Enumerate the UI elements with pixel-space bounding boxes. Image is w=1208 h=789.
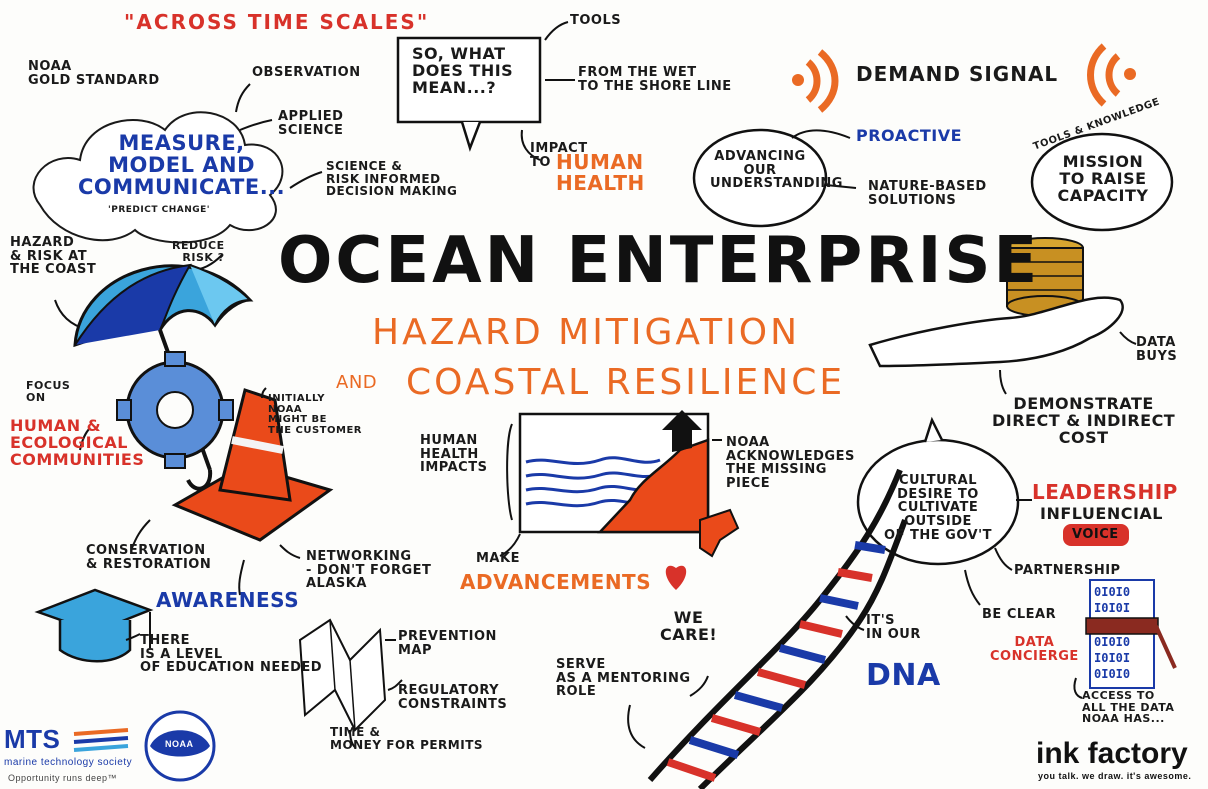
science-risk-decision: SCIENCE & RISK INFORMED DECISION MAKING <box>326 159 458 199</box>
dna-helix-icon <box>647 468 908 789</box>
conservation-restoration: CONSERVATION & RESTORATION <box>86 543 212 572</box>
mission-raise-capacity: MISSION TO RAISE CAPACITY <box>1057 152 1149 205</box>
proactive: PROACTIVE <box>856 126 963 145</box>
initially-noaa-customer: INITIALLY NOAA MIGHT BE THE CUSTOMER <box>268 393 362 436</box>
voice: VOICE <box>1072 527 1119 542</box>
focus-on: FOCUS ON <box>26 379 71 404</box>
serve-mentoring-role: SERVE AS A MENTORING ROLE <box>556 657 691 700</box>
subtitle-hazard-mitigation: HAZARD MITIGATION <box>372 312 801 353</box>
svg-text:0I0I0: 0I0I0 <box>1094 635 1130 649</box>
demonstrate-cost: DEMONSTRATE DIRECT & INDIRECT COST <box>992 394 1176 447</box>
svg-text:I0I0I: I0I0I <box>1094 651 1130 665</box>
partnership: PARTNERSHIP <box>1014 563 1121 578</box>
human-health-impacts: HUMAN HEALTH IMPACTS <box>420 433 488 476</box>
mts-logo-text: MTS <box>4 724 61 754</box>
human-ecological-communities: HUMAN & ECOLOGICAL COMMUNITIES <box>10 416 145 469</box>
so-what-box <box>396 36 542 124</box>
nature-based-solutions: NATURE-BASED SOLUTIONS <box>868 179 987 208</box>
measure-cloud <box>32 111 284 244</box>
leadership: LEADERSHIP <box>1032 480 1178 504</box>
wet-to-shore: FROM THE WET TO THE SHORE LINE <box>578 65 732 94</box>
hand-icon <box>868 296 1124 368</box>
folded-map-icon <box>298 618 387 732</box>
influencial: INFLUENCIAL <box>1040 504 1163 523</box>
data-concierge: DATA CONCIERGE <box>990 635 1079 664</box>
networking-alaska: NETWORKING - DON'T FORGET ALASKA <box>306 549 432 592</box>
cultural-desire: CULTURAL DESIRE TO CULTIVATE OUTSIDE OF … <box>884 473 992 543</box>
hazard-risk-coast: HAZARD & RISK AT THE COAST <box>10 235 97 278</box>
awareness: AWARENESS <box>156 588 300 612</box>
voice-highlight <box>1063 524 1129 546</box>
applied-science: APPLIED SCIENCE <box>278 109 344 138</box>
svg-text:0I0I0: 0I0I0 <box>1094 667 1130 681</box>
across-time-scales: "ACROSS TIME SCALES" <box>124 10 430 34</box>
prevention-map: PREVENTION MAP <box>398 629 497 658</box>
signal-right-icon <box>1087 43 1136 107</box>
graduation-cap-icon <box>34 588 154 663</box>
so-what-question: SO, WHAT DOES THIS MEAN...? <box>412 44 514 97</box>
data-stack-icon: 0I0I0 I0I0I 0I0I0 I0I0I 0I0I0 <box>1085 579 1177 689</box>
education-needed: THERE IS A LEVEL OF EDUCATION NEEDED <box>140 633 323 676</box>
main-title: OCEAN ENTERPRISE <box>278 224 1041 298</box>
noaa-gold-standard: NOAA GOLD STANDARD <box>28 59 160 88</box>
heart-icon <box>665 565 687 590</box>
advancing-understanding: ADVANCING OUR UNDERSTANDING <box>710 149 843 192</box>
measure-model-communicate: MEASURE, MODEL AND COMMUNICATE... <box>78 131 286 200</box>
make: MAKE <box>476 551 520 566</box>
advancements: ADVANCEMENTS <box>460 570 652 594</box>
noaa-logo-text: NOAA <box>165 739 194 749</box>
mts-tagline: Opportunity runs deep™ <box>8 773 118 783</box>
ink-factory-tagline: you talk. we draw. it's awesome. <box>1038 771 1192 781</box>
reduce-risk: REDUCE RISK ? <box>172 239 225 264</box>
data-buys: DATA BUYS <box>1136 335 1178 364</box>
coastal-scene-icon <box>506 410 740 558</box>
impact-to: IMPACT TO <box>530 141 588 170</box>
observation: OBSERVATION <box>252 65 361 80</box>
tools-label: TOOLS <box>570 13 622 28</box>
mts-logo-stripes <box>73 728 129 752</box>
subtitle-coastal-resilience: COASTAL RESILIENCE <box>406 362 846 403</box>
svg-text:I0I0I: I0I0I <box>1094 601 1130 615</box>
noaa-logo <box>144 710 216 782</box>
demand-signal: DEMAND SIGNAL <box>856 62 1059 86</box>
access-to-data: ACCESS TO ALL THE DATA NOAA HAS... <box>1082 689 1175 726</box>
coins-icon <box>1006 237 1084 317</box>
human-health: HUMAN HEALTH <box>556 150 645 195</box>
its-in-our: IT'S IN OUR <box>866 613 921 642</box>
advancing-bubble <box>692 128 828 228</box>
traffic-cone-icon <box>171 388 334 542</box>
predict-change: 'PREDICT CHANGE' <box>108 205 211 215</box>
be-clear: BE CLEAR <box>982 607 1057 622</box>
mission-bubble <box>1030 132 1174 232</box>
regulatory-constraints: REGULATORY CONSTRAINTS <box>398 683 508 712</box>
svg-text:0I0I0: 0I0I0 <box>1094 585 1130 599</box>
mts-name: marine technology society <box>4 757 133 768</box>
ink-factory-logo: ink factory <box>1036 737 1188 770</box>
time-money-permits: TIME & MONEY FOR PERMITS <box>330 725 484 752</box>
gear-icon <box>116 351 234 469</box>
subtitle-and: AND <box>336 372 378 393</box>
signal-left-icon <box>792 49 839 113</box>
we-care: WE CARE! <box>660 608 718 644</box>
noaa-acknowledges: NOAA ACKNOWLEDGES THE MISSING PIECE <box>726 435 855 491</box>
dna-label: DNA <box>866 658 941 693</box>
